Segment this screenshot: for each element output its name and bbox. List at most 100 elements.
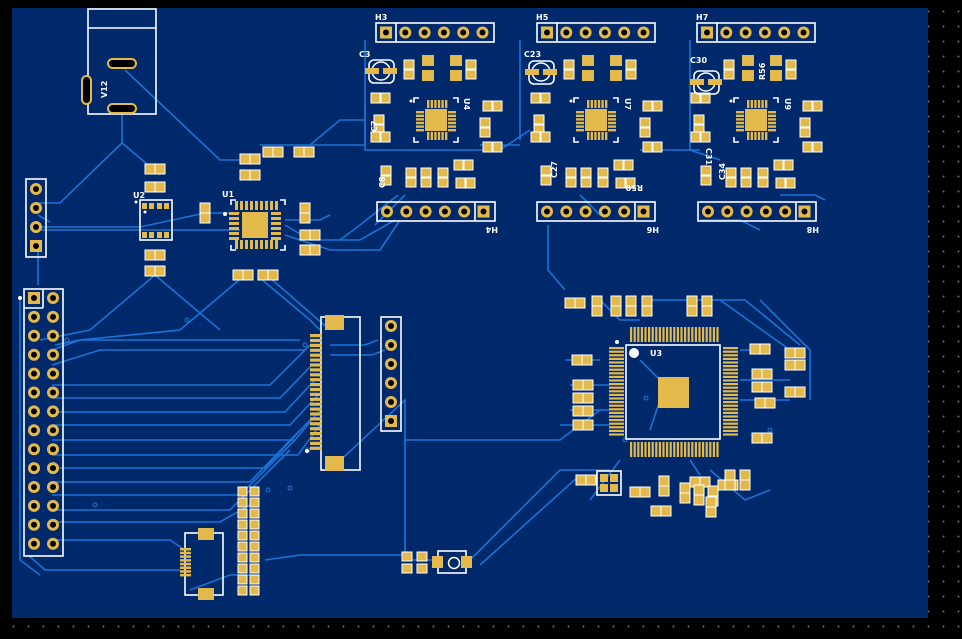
smd-passive[interactable] <box>705 496 717 518</box>
electrolytic-cap[interactable] <box>525 60 557 85</box>
smd-passive[interactable] <box>572 379 594 391</box>
smd-passive[interactable] <box>540 165 552 186</box>
smd-passive[interactable] <box>802 141 823 153</box>
smd-passive[interactable] <box>575 474 597 486</box>
smd-passive[interactable] <box>597 167 609 188</box>
qfn-module-2[interactable] <box>530 55 663 189</box>
smd-passive[interactable] <box>799 117 811 138</box>
smd-passive[interactable] <box>370 131 391 143</box>
smd-passive[interactable] <box>641 295 653 317</box>
smd-passive[interactable] <box>262 146 284 158</box>
smd-passive[interactable] <box>784 386 806 398</box>
resistor-bank[interactable] <box>237 486 260 596</box>
smd-passive[interactable] <box>572 392 594 404</box>
smd-passive[interactable] <box>642 141 663 153</box>
smd-passive[interactable] <box>679 482 691 504</box>
smd-passive[interactable] <box>199 202 211 224</box>
qfn-module-1[interactable] <box>370 55 503 189</box>
header-h5[interactable] <box>536 22 656 43</box>
smd-passive[interactable] <box>482 100 503 112</box>
header-h3[interactable] <box>375 22 495 43</box>
smd-passive[interactable] <box>784 347 806 359</box>
smd-passive[interactable] <box>144 181 166 193</box>
smd-passive[interactable] <box>563 59 575 80</box>
smd-passive[interactable] <box>437 167 449 188</box>
smd-passive[interactable] <box>482 141 503 153</box>
electrolytic-cap[interactable] <box>365 59 397 84</box>
smd-passive[interactable] <box>610 295 622 317</box>
smd-passive[interactable] <box>749 343 771 355</box>
header-h8[interactable] <box>697 201 817 222</box>
smd-passive[interactable] <box>784 359 806 371</box>
smd-passive[interactable] <box>650 505 672 517</box>
smd-passive[interactable] <box>591 295 603 317</box>
qfn-module-3[interactable] <box>690 55 823 189</box>
smd-passive[interactable] <box>723 59 735 80</box>
smd-passive[interactable] <box>530 92 551 104</box>
smd-passive[interactable] <box>701 295 713 317</box>
smd-passive[interactable] <box>693 114 705 135</box>
smd-passive[interactable] <box>770 55 782 81</box>
smd-passive[interactable] <box>610 55 622 81</box>
smd-passive[interactable] <box>565 167 577 188</box>
smd-passive[interactable] <box>639 117 651 138</box>
smd-passive[interactable] <box>757 167 769 188</box>
header-h6[interactable] <box>536 201 656 222</box>
smd-passive[interactable] <box>403 59 415 80</box>
smd-passive[interactable] <box>773 159 794 171</box>
smd-passive[interactable] <box>299 202 311 224</box>
smd-passive[interactable] <box>571 354 593 366</box>
smd-passive[interactable] <box>580 167 592 188</box>
chip-u1[interactable]: U1 <box>222 190 286 251</box>
smd-passive[interactable] <box>405 167 417 188</box>
smd-passive[interactable] <box>625 59 637 80</box>
smd-passive[interactable] <box>239 169 261 181</box>
header-h4[interactable] <box>376 201 496 222</box>
header-6pin-vertical[interactable] <box>380 316 402 432</box>
smd-passive[interactable] <box>373 114 385 135</box>
smd-passive[interactable] <box>420 167 432 188</box>
smd-passive[interactable] <box>465 59 477 80</box>
smd-passive[interactable] <box>625 295 637 317</box>
smd-passive[interactable] <box>257 269 279 281</box>
header-h7[interactable] <box>696 22 816 43</box>
smd-passive[interactable] <box>232 269 254 281</box>
smd-passive[interactable] <box>530 131 551 143</box>
smd-passive[interactable] <box>299 229 321 241</box>
chip-u3[interactable]: U3 <box>609 327 738 457</box>
crystal[interactable] <box>596 470 622 496</box>
smd-passive[interactable] <box>453 159 474 171</box>
smd-passive[interactable] <box>642 100 663 112</box>
smd-passive[interactable] <box>724 469 736 491</box>
smd-passive[interactable] <box>144 163 166 175</box>
smd-passive[interactable] <box>775 177 796 189</box>
smd-passive[interactable] <box>751 432 773 444</box>
smd-passive[interactable] <box>380 165 392 186</box>
smd-passive[interactable] <box>754 397 776 409</box>
power-jack-v12[interactable]: V12 <box>81 8 157 115</box>
smd-passive[interactable] <box>533 114 545 135</box>
smd-passive[interactable] <box>751 368 773 380</box>
chip-u2[interactable]: U2 <box>133 191 173 241</box>
smd-passive[interactable] <box>582 55 594 81</box>
header-4pin-left[interactable] <box>25 178 47 258</box>
fpc-connector[interactable] <box>305 315 361 471</box>
tact-switch[interactable] <box>401 550 472 574</box>
header-2x14[interactable] <box>18 288 64 557</box>
smd-passive[interactable] <box>739 469 751 491</box>
smd-passive[interactable] <box>239 153 261 165</box>
connector-8pin-bottom[interactable] <box>180 528 224 600</box>
smd-passive[interactable] <box>690 131 711 143</box>
smd-passive[interactable] <box>785 59 797 80</box>
smd-passive[interactable] <box>479 117 491 138</box>
smd-passive[interactable] <box>686 295 698 317</box>
smd-passive[interactable] <box>742 55 754 81</box>
smd-passive[interactable] <box>572 419 594 431</box>
electrolytic-cap[interactable] <box>690 70 722 95</box>
smd-passive[interactable] <box>144 265 166 277</box>
smd-passive[interactable] <box>725 167 737 188</box>
smd-passive[interactable] <box>700 165 712 186</box>
smd-passive[interactable] <box>370 92 391 104</box>
